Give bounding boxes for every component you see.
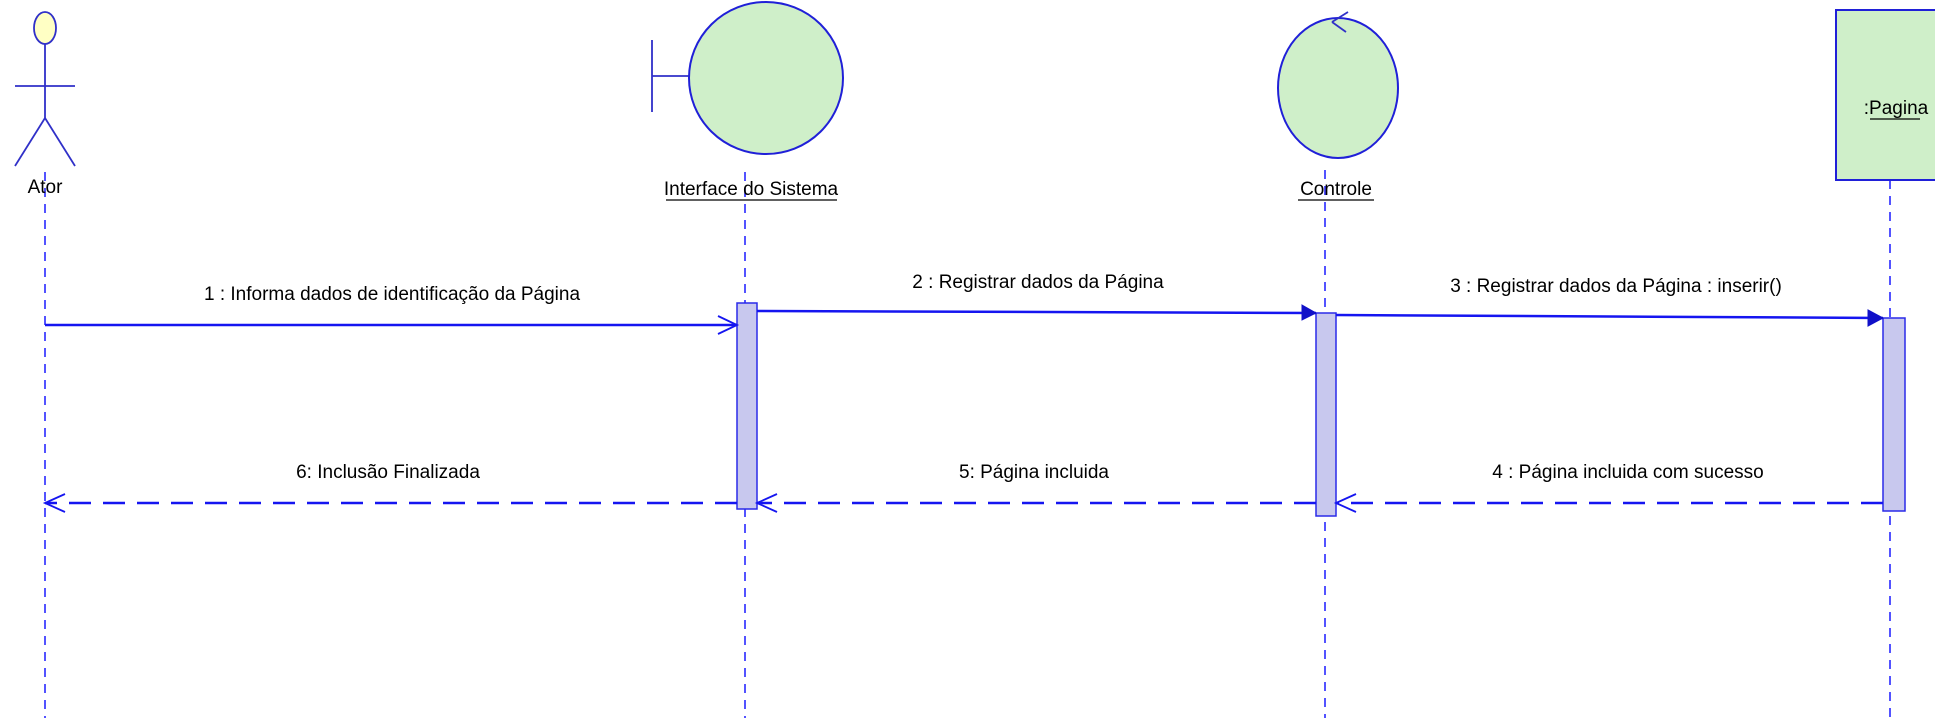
message-6-arrowhead [42, 493, 66, 513]
actor-label: Ator [28, 177, 64, 198]
message-1-label: 1 : Informa dados de identificação da Pá… [204, 284, 580, 305]
message-3-label: 3 : Registrar dados da Página : inserir(… [1450, 276, 1782, 297]
message-5-arrowhead [754, 493, 778, 513]
interface-label: Interface do Sistema [664, 179, 839, 200]
message-5-label: 5: Página incluida [959, 462, 1109, 483]
actor-head [33, 11, 57, 45]
message-4-arrowhead [1333, 493, 1357, 513]
control-circle [1277, 17, 1399, 159]
message-1-arrowhead [717, 315, 740, 335]
message-2-label: 2 : Registrar dados da Página [912, 272, 1164, 293]
control-label: Controle [1300, 179, 1372, 200]
boundary-circle [688, 1, 844, 155]
activation-control [1315, 312, 1337, 517]
message-6-label: 6: Inclusão Finalizada [296, 462, 480, 483]
actor-right-leg [44, 117, 76, 167]
activation-interface [736, 302, 758, 510]
boundary-participant[interactable] [651, 1, 844, 155]
actor-figure[interactable] [14, 11, 76, 167]
control-arrow-icon [1331, 11, 1349, 33]
activation-entity [1882, 317, 1906, 512]
message-2-arrowhead [1301, 304, 1318, 321]
control-participant[interactable] [1277, 11, 1399, 159]
actor-left-leg [14, 117, 46, 167]
message-4-label: 4 : Página incluida com sucesso [1492, 462, 1763, 483]
message-3-arrowhead [1867, 309, 1885, 327]
message-2-arrow[interactable] [756, 309, 1317, 315]
message-3-arrow[interactable] [1335, 313, 1884, 320]
entity-box[interactable] [1835, 9, 1935, 181]
entity-label: :Pagina [1864, 98, 1929, 119]
